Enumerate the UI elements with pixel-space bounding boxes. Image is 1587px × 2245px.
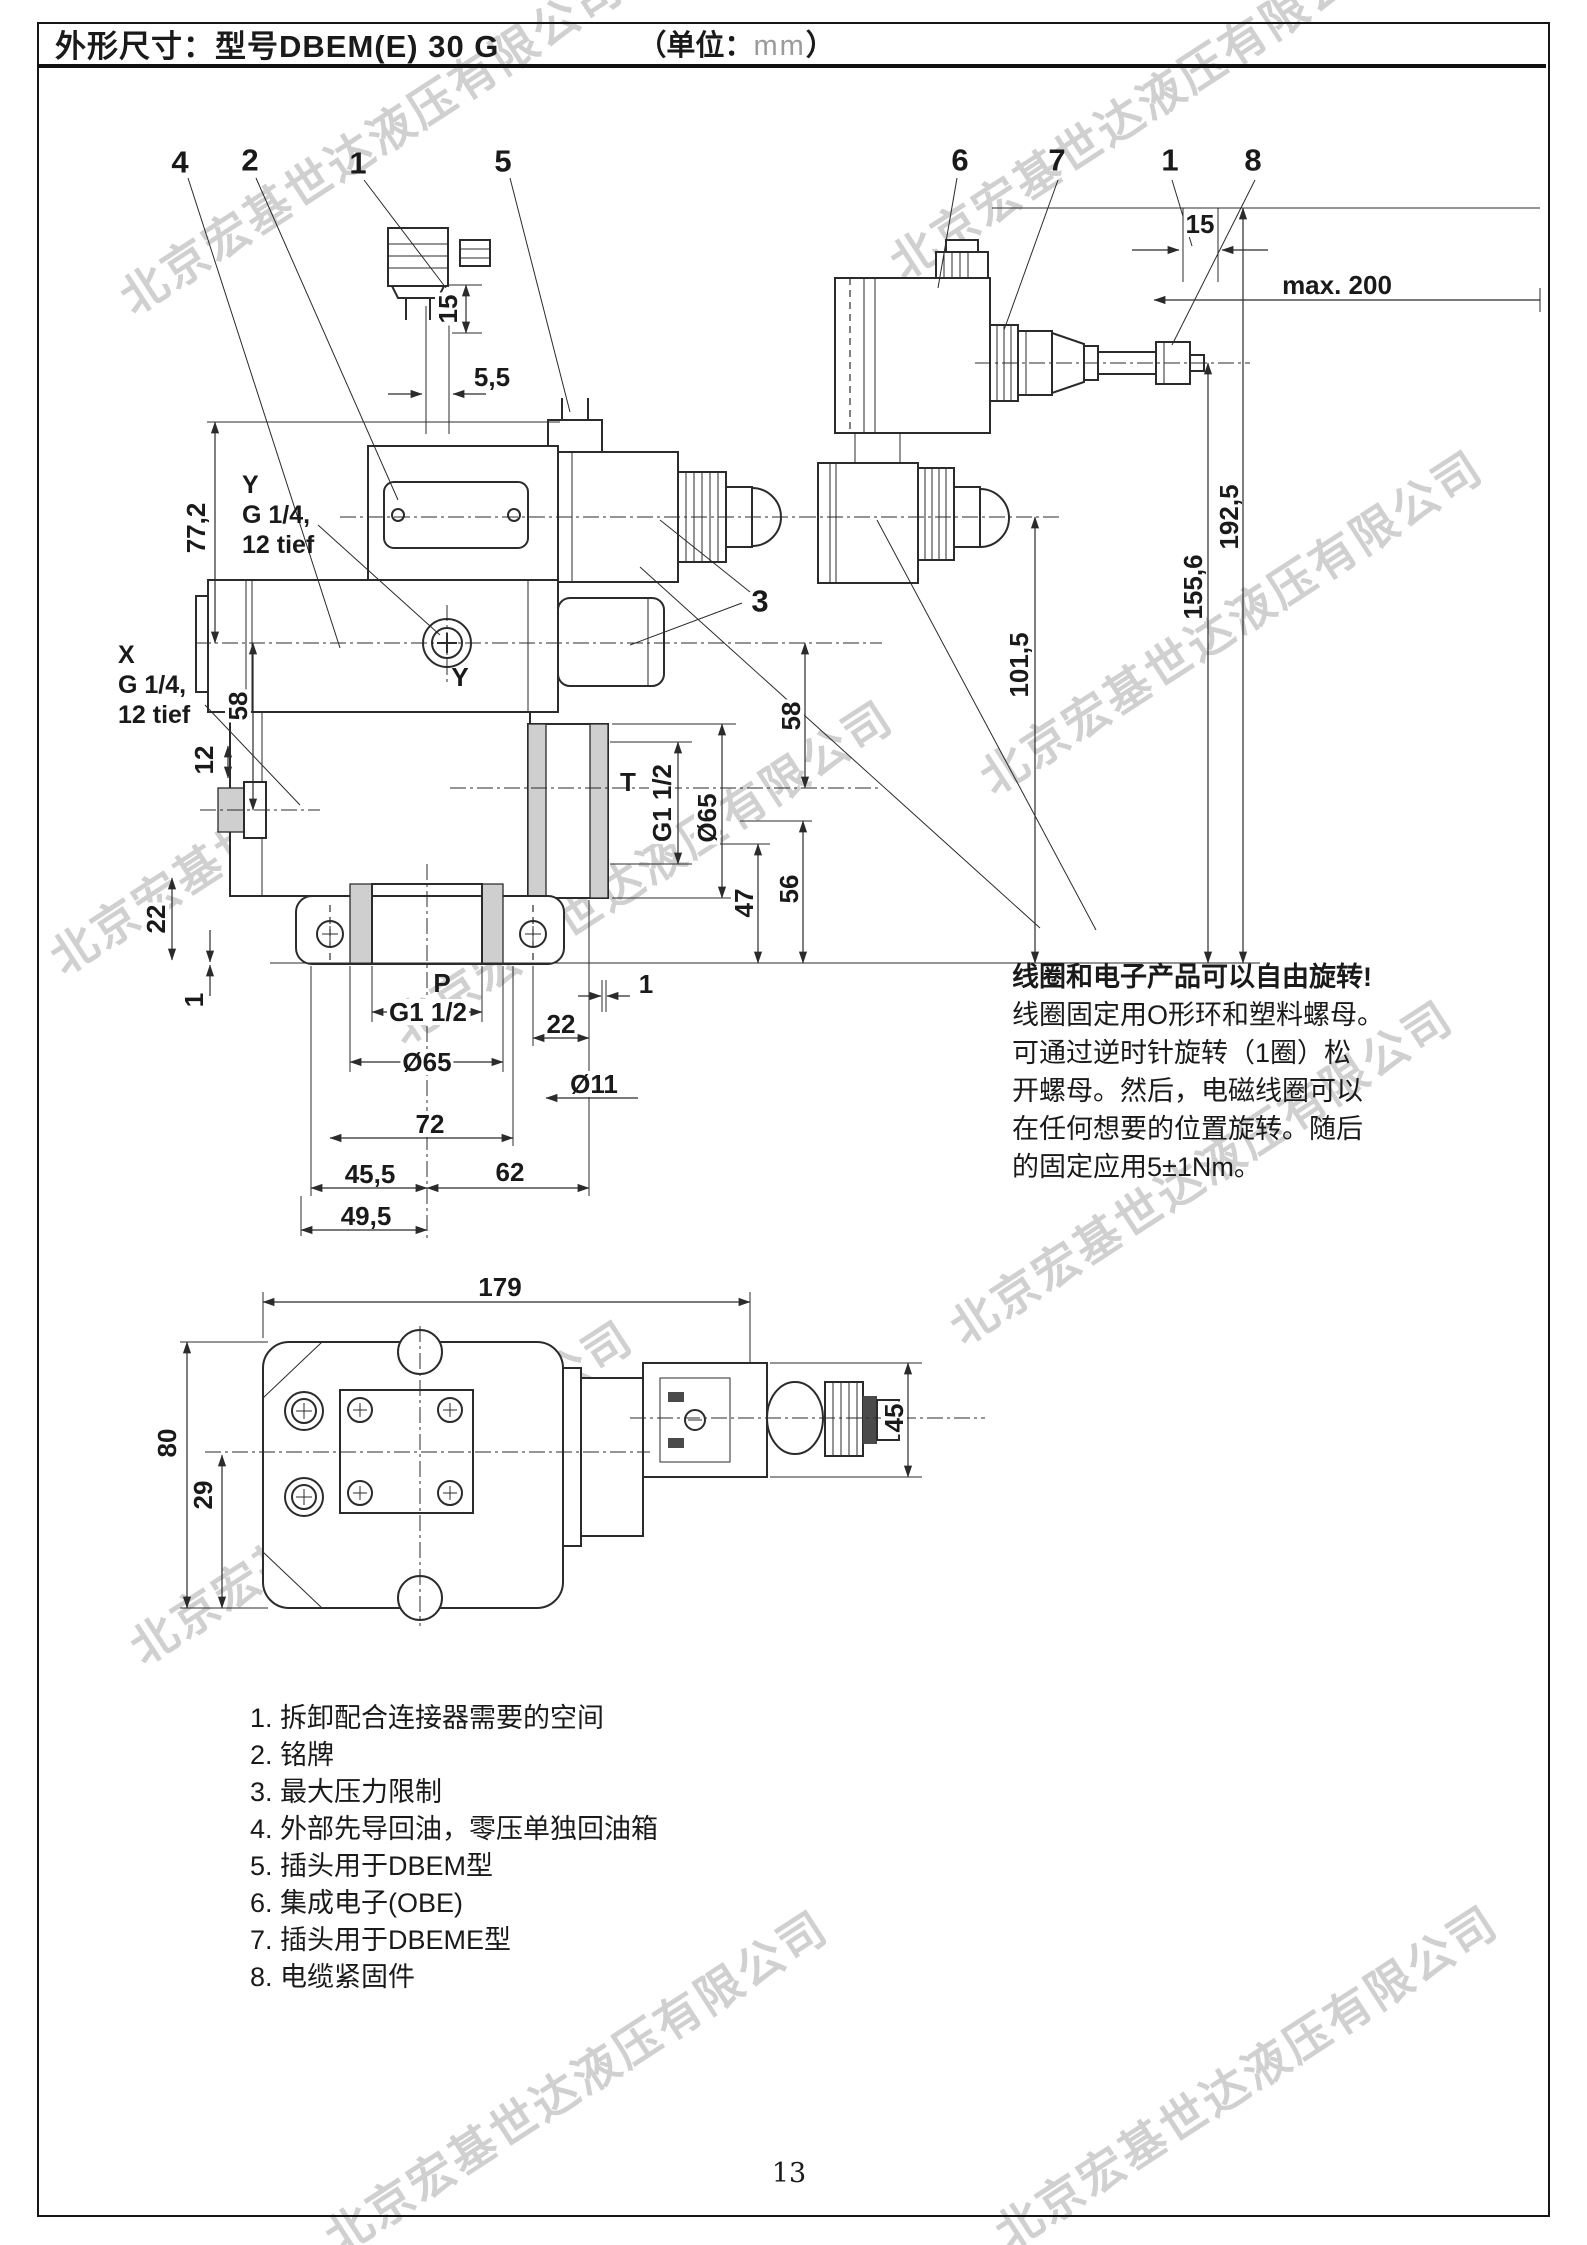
dim-45-5: 45,5 [342,1159,398,1189]
legend-item-7: 7. 插头用于DBEME型 [250,1925,512,1955]
dim-29: 29 [188,1478,218,1512]
dim-58-right: 58 [776,699,806,733]
callout-6: 6 [951,142,969,178]
note-line-6: 的固定应用5±1Nm。 [1012,1152,1261,1182]
dim-t-thread: G1 1/2 [647,761,677,845]
dim-12: 12 [189,743,219,777]
page-title: 外形尺寸：型号DBEM(E) 30 G [55,28,500,64]
port-label-p: P [433,968,451,998]
port-label-t: T [620,767,636,797]
legend-item-5: 5. 插头用于DBEM型 [250,1851,494,1881]
legend-item-2: 2. 铭牌 [250,1740,335,1770]
legend-item-1: 1. 拆卸配合连接器需要的空间 [250,1703,605,1733]
note-line-5: 在任何想要的位置旋转。随后 [1012,1114,1363,1144]
dim-height-77-2: 77,2 [181,500,211,556]
dim-t-dia: Ø65 [692,791,722,845]
unit-suffix: ） [805,30,835,62]
axis-label-y: Y [451,662,469,692]
note-line-3: 可通过逆时针旋转（1圈）松 [1012,1038,1352,1068]
dim-101-5: 101,5 [1004,630,1034,700]
dim-right-15: 15 [1183,209,1217,239]
dim-47: 47 [729,886,759,920]
dim-179: 179 [476,1272,524,1302]
dim-offset-5-5: 5,5 [471,362,513,392]
note-line-4: 开螺母。然后，电磁线圈可以 [1012,1076,1363,1106]
dim-p-thread: G1 1/2 [386,997,470,1027]
callout-1-left: 1 [349,145,367,181]
dim-155-6: 155,6 [1178,552,1208,622]
right-drawing-obe-view [800,239,1250,584]
port-y-line3: 12 tief [242,531,315,559]
note-line-2: 线圈固定用O形环和塑料螺母。 [1012,1000,1385,1030]
callout-5: 5 [494,143,512,179]
legend-item-4: 4. 外部先导回油，零压单独回油箱 [250,1814,659,1844]
port-y-line1: Y [242,471,259,499]
dim-22-right: 22 [544,1009,578,1039]
dim-62: 62 [493,1157,527,1187]
dim-72: 72 [413,1109,447,1139]
dim-p-dia: Ø65 [400,1047,454,1077]
legend-item-3: 3. 最大压力限制 [250,1777,443,1807]
dim-49-5: 49,5 [338,1201,394,1231]
dimension-lines [167,207,1541,1609]
callout-4: 4 [171,144,189,180]
legend-list: 1. 拆卸配合连接器需要的空间 2. 铭牌 3. 最大压力限制 4. 外部先导回… [250,1700,658,1996]
callout-8: 8 [1244,142,1262,178]
dim-192-5: 192,5 [1214,482,1244,552]
unit-label: （单位：mm） [637,22,834,64]
callout-7: 7 [1048,142,1066,178]
dim-56: 56 [774,872,804,906]
dim-80: 80 [152,1426,182,1460]
callout-3: 3 [751,583,769,619]
dim-bolt-dia-11: Ø11 [568,1069,620,1099]
rotation-note: 线圈和电子产品可以自由旋转! 线圈固定用O形环和塑料螺母。 可通过逆时针旋转（1… [1012,958,1384,1186]
port-x-line3: 12 tief [118,701,191,729]
bottom-drawing-top-view [205,1326,985,1626]
page-border [37,22,1550,2217]
port-x-line2: G 1/4, [118,671,187,699]
page-number: 13 [771,2158,807,2189]
callout-leader-lines [187,177,1256,931]
dim-plug-space-15: 15 [433,292,463,326]
legend-item-8: 8. 电缆紧固件 [250,1962,416,1992]
dim-1-left: 1 [179,990,209,1010]
legend-item-6: 6. 集成电子(OBE) [250,1888,464,1918]
dim-1-right: 1 [636,969,656,999]
unit-value: mm [753,30,806,62]
dim-max-200: max. 200 [1280,270,1394,300]
page-header: 外形尺寸：型号DBEM(E) 30 G （单位：mm） [37,22,1546,68]
dim-45: 45 [879,1401,909,1435]
port-label-x: X G 1/4, 12 tief [118,640,190,730]
dim-22-left: 22 [141,902,171,936]
port-x-line1: X [118,641,135,669]
callout-2: 2 [241,142,259,178]
port-y-line2: G 1/4, [242,501,311,529]
port-label-y: Y G 1/4, 12 tief [242,470,314,560]
dim-58-left: 58 [223,689,253,723]
callout-1-right: 1 [1161,142,1179,178]
note-line-1: 线圈和电子产品可以自由旋转! [1012,962,1372,992]
unit-prefix: （单位： [637,30,754,62]
left-drawing-front-view [195,227,882,1240]
